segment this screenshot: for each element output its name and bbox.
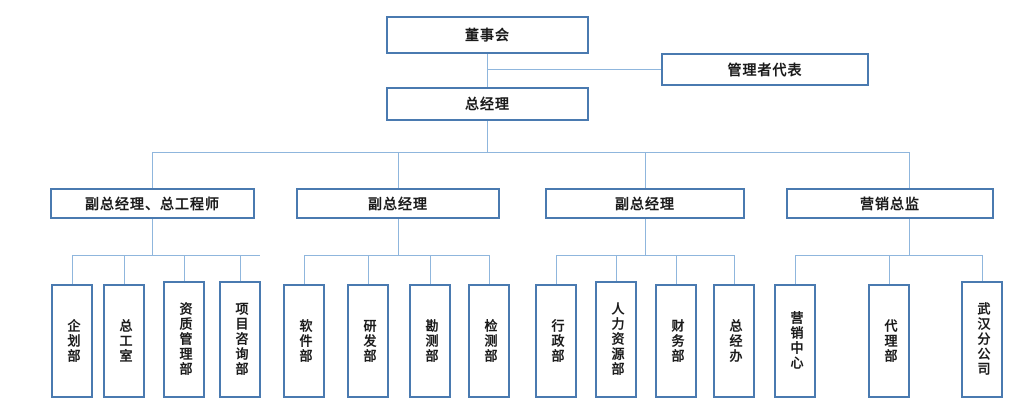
connector-g3-drop-2: [616, 255, 617, 281]
connector-g4-drop-1: [795, 255, 796, 284]
node-agency-dept-label: 代理部: [882, 318, 898, 364]
connector-level3-bus: [152, 152, 909, 153]
connector-drop-deputy-2: [398, 152, 399, 188]
connector-g4-drop-2: [889, 255, 890, 284]
node-survey-dept-label: 勘测部: [423, 318, 439, 364]
connector-drop-deputy-3: [645, 152, 646, 188]
node-gm-office-label: 总经办: [727, 318, 743, 364]
node-deputy-gm-chief-engineer-label: 副总经理、总工程师: [85, 195, 220, 212]
connector-gm-down: [487, 120, 488, 152]
node-planning-dept[interactable]: 企划部: [51, 284, 93, 398]
connector-g3-bus: [556, 255, 734, 256]
connector-g4-bus: [795, 255, 982, 256]
node-deputy-gm-2[interactable]: 副总经理: [296, 188, 500, 219]
connector-g2-drop-1: [304, 255, 305, 284]
connector-board-to-management-rep: [487, 69, 662, 70]
node-marketing-director-label: 营销总监: [860, 195, 920, 212]
connector-board-to-gm: [487, 53, 488, 88]
node-qualification-mgmt-dept-label: 资质管理部: [177, 302, 193, 377]
node-hr-dept-label: 人力资源部: [609, 302, 625, 377]
connector-g1-drop-4: [240, 255, 241, 281]
node-rnd-dept-label: 研发部: [361, 318, 377, 364]
node-deputy-gm-3-label: 副总经理: [615, 195, 675, 212]
node-gm-office[interactable]: 总经办: [713, 284, 755, 398]
node-chief-engineer-office[interactable]: 总工室: [103, 284, 145, 398]
node-marketing-center-label: 营销中心: [788, 311, 804, 371]
node-testing-dept[interactable]: 检测部: [468, 284, 510, 398]
node-deputy-gm-2-label: 副总经理: [368, 195, 428, 212]
connector-g3-drop-1: [556, 255, 557, 284]
node-general-manager-label: 总经理: [465, 96, 510, 112]
node-chief-engineer-office-label: 总工室: [117, 318, 133, 364]
node-planning-dept-label: 企划部: [65, 318, 81, 364]
node-management-rep[interactable]: 管理者代表: [661, 53, 869, 86]
node-testing-dept-label: 检测部: [482, 318, 498, 364]
node-finance-dept-label: 财务部: [669, 318, 685, 364]
node-qualification-mgmt-dept[interactable]: 资质管理部: [163, 281, 205, 398]
node-marketing-center[interactable]: 营销中心: [774, 284, 816, 398]
node-project-consulting-dept[interactable]: 项目咨询部: [219, 281, 261, 398]
node-software-dept[interactable]: 软件部: [283, 284, 325, 398]
connector-g1-stem: [152, 218, 153, 255]
node-board-label: 董事会: [465, 27, 510, 43]
node-marketing-director[interactable]: 营销总监: [786, 188, 994, 219]
connector-g2-bus: [304, 255, 489, 256]
node-wuhan-branch-label: 武汉分公司: [975, 302, 991, 377]
connector-g4-stem: [909, 218, 910, 255]
connector-g1-bus: [72, 255, 260, 256]
connector-g4-drop-3: [982, 255, 983, 281]
connector-g2-stem: [398, 218, 399, 255]
connector-g2-drop-4: [489, 255, 490, 284]
connector-g3-drop-3: [676, 255, 677, 284]
connector-g2-drop-2: [368, 255, 369, 284]
node-project-consulting-dept-label: 项目咨询部: [233, 302, 249, 377]
node-administration-dept[interactable]: 行政部: [535, 284, 577, 398]
node-management-rep-label: 管理者代表: [727, 61, 803, 78]
connector-g2-drop-3: [430, 255, 431, 284]
node-finance-dept[interactable]: 财务部: [655, 284, 697, 398]
connector-g1-drop-3: [184, 255, 185, 281]
node-agency-dept[interactable]: 代理部: [868, 284, 910, 398]
node-rnd-dept[interactable]: 研发部: [347, 284, 389, 398]
connector-g3-stem: [645, 218, 646, 255]
connector-drop-marketing-director: [909, 152, 910, 188]
connector-g1-drop-2: [124, 255, 125, 285]
node-deputy-gm-chief-engineer[interactable]: 副总经理、总工程师: [50, 188, 255, 219]
connector-g3-drop-4: [734, 255, 735, 284]
node-survey-dept[interactable]: 勘测部: [409, 284, 451, 398]
node-hr-dept[interactable]: 人力资源部: [595, 281, 637, 398]
node-deputy-gm-3[interactable]: 副总经理: [545, 188, 745, 219]
node-wuhan-branch[interactable]: 武汉分公司: [961, 281, 1003, 398]
connector-g1-drop-1: [72, 255, 73, 285]
node-software-dept-label: 软件部: [297, 318, 313, 364]
node-general-manager[interactable]: 总经理: [386, 87, 589, 121]
node-administration-dept-label: 行政部: [549, 318, 565, 364]
node-board[interactable]: 董事会: [386, 16, 589, 54]
connector-drop-deputy-1: [152, 152, 153, 188]
